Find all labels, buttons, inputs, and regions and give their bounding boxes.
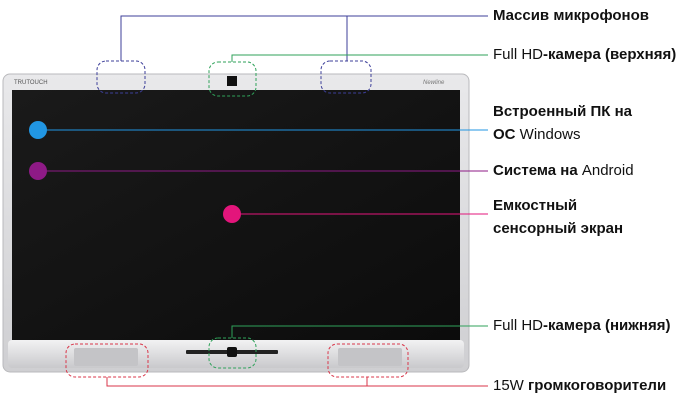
android-label: Система на Android — [493, 162, 634, 179]
speaker-left-highlight — [65, 343, 149, 378]
bottom-camera-leader-line — [231, 325, 488, 338]
mic-leader-line — [120, 15, 488, 61]
touch-screen-label: Емкостный сенсорный экран — [493, 197, 624, 237]
interactive-display: TRUTOUCH Newline — [2, 73, 470, 373]
bottom-camera-lens — [227, 347, 237, 357]
speaker-grille-right — [338, 348, 402, 366]
top-camera-lens — [227, 76, 237, 86]
top-camera-callout — [208, 54, 488, 97]
corner-logo: Newline — [423, 80, 445, 86]
speaker-right-highlight — [327, 343, 409, 378]
mic-right-highlight — [320, 60, 372, 94]
android-dot — [29, 162, 47, 180]
touch-dot — [223, 205, 241, 223]
top-camera-label: Full HD-камера (верхняя) — [493, 46, 677, 63]
speakers-callout — [65, 343, 488, 387]
speakers-label: 15W громкоговорители — [493, 377, 667, 394]
pc-dot — [29, 121, 47, 139]
pc-label: Встроенный ПК на ОС Windows — [493, 103, 633, 143]
android-callout — [29, 162, 488, 180]
top-camera-highlight — [208, 61, 257, 97]
mic-array-label: Массив микрофонов — [493, 7, 649, 24]
touch-callout — [223, 205, 488, 223]
speaker-grille-left — [74, 348, 138, 366]
bottom-camera-label: Full HD-камера (нижняя) — [493, 317, 671, 334]
top-camera-leader-line — [231, 54, 488, 62]
bottom-camera-callout — [208, 325, 488, 369]
pc-callout — [29, 121, 488, 139]
brand-logo: TRUTOUCH — [14, 80, 48, 86]
mic-callout — [96, 15, 488, 94]
speakers-leader-line — [106, 377, 488, 387]
